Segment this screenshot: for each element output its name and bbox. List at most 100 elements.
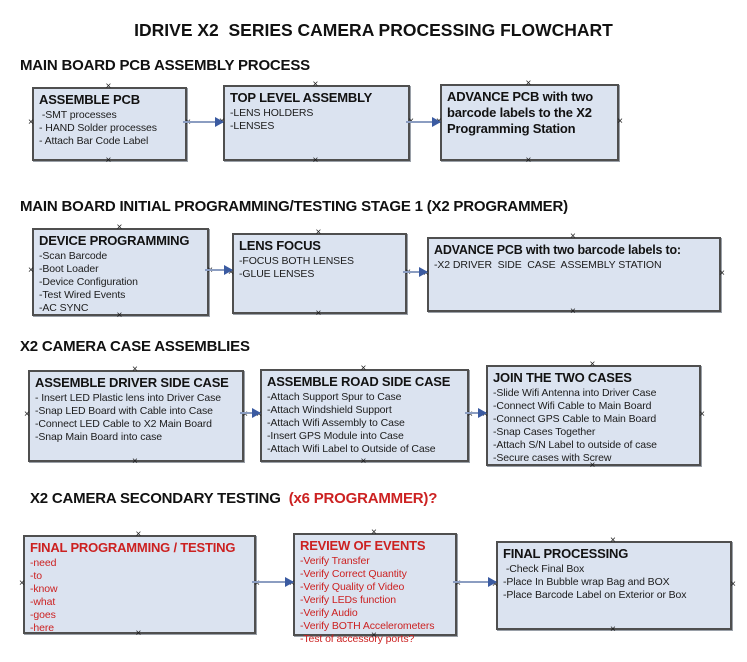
box-item: -Attach Windshield Support	[267, 404, 392, 416]
flow-arrow-icon	[453, 577, 497, 587]
connector-point-icon: ×	[132, 364, 138, 375]
connector-point-icon: ×	[467, 408, 473, 420]
box-item: -Snap Main Board into case	[35, 431, 162, 443]
box-assemble-road-side-case[interactable]: ASSEMBLE ROAD SIDE CASE -Attach Support …	[256, 364, 473, 467]
section-header-initial-programming: MAIN BOARD INITIAL PROGRAMMING/TESTING S…	[20, 198, 568, 215]
box-title: ASSEMBLE DRIVER SIDE CASE	[35, 375, 229, 390]
connector-point-icon: ×	[371, 630, 377, 641]
page-title: IDRIVE X2 SERIES CAMERA PROCESSING FLOWC…	[134, 20, 613, 40]
connector-point-icon: ×	[360, 456, 367, 467]
box-items: -Verify Transfer-Verify Correct Quantity…	[295, 554, 455, 646]
box-item: -need	[30, 557, 57, 569]
connector-point-icon: ×	[132, 456, 138, 467]
box-item: -Verify Transfer	[300, 555, 370, 567]
connector-point-icon: ×	[19, 577, 25, 589]
connector-point-icon: ×	[28, 117, 34, 128]
box-item: -goes	[30, 609, 56, 621]
connector-point-icon: ×	[312, 155, 319, 166]
box-items: -FOCUS BOTH LENSES-GLUE LENSES	[234, 254, 405, 281]
box-item: -here	[30, 622, 55, 634]
connector-point-icon: ×	[455, 577, 461, 589]
box-items: -Attach Support Spur to Case-Attach Wind…	[262, 390, 467, 456]
box-title: ADVANCE PCB with two barcode labels to t…	[447, 89, 597, 136]
connector-point-icon: ×	[610, 624, 616, 635]
box-items: -Scan Barcode-Boot Loader-Device Configu…	[34, 249, 207, 315]
connector-point-icon: ×	[116, 222, 123, 233]
flow-arrow-icon	[240, 408, 261, 418]
box-assemble-driver-side-case[interactable]: ASSEMBLE DRIVER SIDE CASE - Insert LED P…	[24, 365, 248, 467]
box-item: -Verify LEDs function	[300, 594, 396, 606]
box-item: -GLUE LENSES	[239, 268, 315, 280]
connector-point-icon: ×	[699, 408, 705, 420]
box-assemble-pcb[interactable]: ASSEMBLE PCB -SMT processes- HAND Solder…	[28, 82, 191, 166]
box-items: - Insert LED Plastic lens into Driver Ca…	[30, 391, 242, 444]
box-item: -Attach Wifi Assembly to Case	[267, 417, 405, 429]
connector-point-icon: ×	[570, 306, 576, 317]
connector-point-icon: ×	[589, 460, 596, 471]
box-top-level-assembly[interactable]: TOP LEVEL ASSEMBLY -LENS HOLDERS-LENSES …	[219, 80, 414, 166]
box-item: -Snap Cases Together	[493, 426, 596, 438]
connector-point-icon: ×	[28, 265, 34, 276]
box-item: -what	[30, 596, 56, 608]
box-title: REVIEW OF EVENTS	[300, 538, 426, 553]
box-item: -Verify Audio	[300, 607, 358, 619]
box-item: -Test Wired Events	[39, 289, 126, 301]
box-items: -Check Final Box-Place In Bubble wrap Ba…	[498, 562, 730, 602]
box-review-of-events[interactable]: REVIEW OF EVENTS -Verify Transfer-Verify…	[289, 528, 461, 646]
box-item: -to	[30, 570, 42, 582]
box-final-programming-testing[interactable]: FINAL PROGRAMMING / TESTING -need-to-kno…	[19, 530, 260, 639]
box-title: ASSEMBLE PCB	[39, 92, 140, 107]
connector-point-icon: ×	[207, 266, 213, 276]
connector-point-icon: ×	[105, 155, 112, 166]
box-items	[442, 137, 617, 138]
box-item: -know	[30, 583, 58, 595]
arrow-head-icon	[432, 117, 441, 127]
box-items: -X2 DRIVER SIDE CASE ASSEMBLY STATION	[429, 258, 719, 272]
box-item: -X2 DRIVER SIDE CASE ASSEMBLY STATION	[434, 259, 662, 271]
flow-arrow-icon	[403, 267, 428, 277]
connector-point-icon: ×	[730, 578, 736, 590]
box-item: -Secure cases with Screw	[493, 452, 612, 464]
section-header-pcb-assembly: MAIN BOARD PCB ASSEMBLY PROCESS	[20, 57, 310, 74]
connector-point-icon: ×	[135, 529, 142, 540]
box-item: -Attach S/N Label to outside of case	[493, 439, 657, 451]
connector-point-icon: ×	[589, 359, 596, 370]
arrow-head-icon	[285, 577, 294, 587]
box-item: - Attach Bar Code Label	[39, 135, 149, 147]
box-item: - Insert LED Plastic lens into Driver Ca…	[35, 392, 222, 404]
flow-arrow-icon	[183, 117, 224, 127]
box-item: -Attach Support Spur to Case	[267, 391, 402, 403]
box-device-programming[interactable]: DEVICE PROGRAMMING -Scan Barcode-Boot Lo…	[28, 223, 213, 321]
box-join-the-two-cases[interactable]: JOIN THE TWO CASES -Slide Wifi Antenna i…	[482, 360, 705, 471]
connector-point-icon: ×	[617, 115, 623, 127]
box-advance-pcb-driver-side[interactable]: ADVANCE PCB with two barcode labels to: …	[423, 232, 725, 317]
connector-point-icon: ×	[315, 227, 322, 238]
box-final-processing[interactable]: FINAL PROCESSING -Check Final Box-Place …	[492, 536, 736, 635]
box-items: -Slide Wifi Antenna into Driver Case-Con…	[488, 386, 699, 465]
arrow-head-icon	[224, 265, 233, 275]
box-advance-pcb-programming-station[interactable]: ADVANCE PCB with two barcode labels to t…	[436, 79, 623, 166]
box-item: -LENS HOLDERS	[230, 107, 314, 119]
box-lens-focus[interactable]: LENS FOCUS -FOCUS BOTH LENSES-GLUE LENSE…	[228, 228, 411, 319]
box-item: -Connect LED Cable to X2 Main Board	[35, 418, 212, 430]
box-title: ADVANCE PCB with two barcode labels to:	[434, 243, 681, 257]
flow-arrow-icon	[252, 577, 294, 587]
connector-point-icon: ×	[185, 118, 191, 128]
connector-point-icon: ×	[525, 78, 532, 89]
box-items: -SMT processes- HAND Solder processes- A…	[34, 108, 185, 148]
box-item: -Place In Bubble wrap Bag and BOX	[503, 576, 670, 588]
box-item: -Connect Wifi Cable to Main Board	[493, 400, 652, 412]
box-items: -need-to-know-what-goes-here	[25, 556, 254, 635]
box-title: ASSEMBLE ROAD SIDE CASE	[267, 374, 451, 389]
box-item: -LENSES	[230, 120, 275, 132]
box-item: -FOCUS BOTH LENSES	[239, 255, 354, 267]
box-item: -Boot Loader	[39, 263, 99, 275]
arrow-head-icon	[215, 117, 224, 127]
box-title: LENS FOCUS	[239, 238, 321, 253]
box-item: -Check Final Box	[503, 563, 585, 575]
connector-point-icon: ×	[116, 310, 123, 321]
arrow-head-icon	[488, 577, 497, 587]
connector-point-icon: ×	[610, 535, 616, 546]
flow-arrow-icon	[406, 117, 441, 127]
connector-point-icon: ×	[360, 363, 367, 374]
